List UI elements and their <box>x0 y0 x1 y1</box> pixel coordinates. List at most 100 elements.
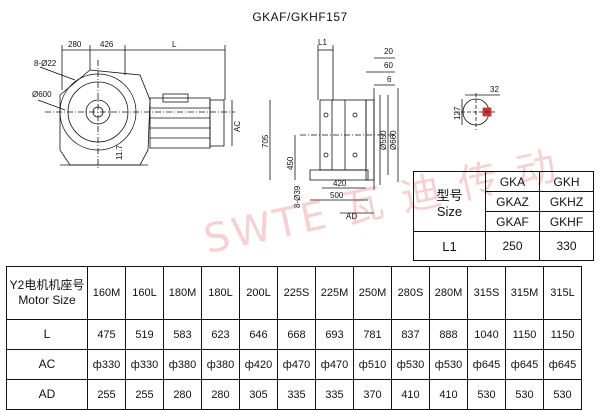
table-cell: 530 <box>467 379 506 410</box>
table-cell: ф470 <box>277 349 316 380</box>
dim-450: 450 <box>286 156 295 170</box>
table-row: AD 255 255 280 280 305 335 335 370 410 4… <box>6 379 582 410</box>
table-cell: ф645 <box>543 349 582 380</box>
dim-127: 127 <box>453 106 462 120</box>
right-view-housing <box>300 88 395 190</box>
dim-11-7: 11.7 <box>115 144 124 160</box>
table-cell: ф380 <box>201 349 240 380</box>
shaft-detail <box>455 93 500 130</box>
table-cell: 370 <box>353 379 392 410</box>
left-view-housing <box>45 60 235 170</box>
size-header-en: Motor Size <box>18 293 76 307</box>
size-col-header: 200L <box>239 266 278 320</box>
dim-60: 60 <box>384 61 393 70</box>
size-col-header: 280S <box>391 266 430 320</box>
model-cell: GKH <box>539 171 594 192</box>
table-cell: 623 <box>201 319 240 350</box>
dim-L1: L1 <box>318 38 327 47</box>
table-row: AC ф330 ф330 ф380 ф380 ф420 ф470 ф470 ф5… <box>6 349 582 380</box>
size-col-header: 180M <box>163 266 202 320</box>
dim-AC: AC <box>233 121 242 132</box>
row-label: AC <box>6 349 88 380</box>
row-label: L <box>6 319 88 350</box>
size-col-header: 160M <box>87 266 126 320</box>
table-cell: 1040 <box>467 319 506 350</box>
table-cell: 519 <box>125 319 164 350</box>
size-header-cn: Y2电机机座号 <box>9 278 85 292</box>
table-cell: ф470 <box>315 349 354 380</box>
table-cell: 280 <box>201 379 240 410</box>
table-cell: 1150 <box>505 319 544 350</box>
table-cell: 410 <box>391 379 430 410</box>
table-cell: ф510 <box>353 349 392 380</box>
size-col-header: 315M <box>505 266 544 320</box>
size-header-cell: Y2电机机座号 Motor Size <box>6 266 88 320</box>
table-cell: 255 <box>87 379 126 410</box>
dim-AD: AD <box>346 212 357 221</box>
table-cell: 888 <box>429 319 468 350</box>
model-cell: GKAZ <box>485 191 540 212</box>
table-cell: ф645 <box>467 349 506 380</box>
table-cell: 410 <box>429 379 468 410</box>
table-cell: ф330 <box>87 349 126 380</box>
model-label-cell: 型号 Size <box>413 171 486 232</box>
dim-phi550: Ø550 <box>379 130 388 150</box>
table-cell: 693 <box>315 319 354 350</box>
row-label: AD <box>6 379 88 410</box>
table-cell: 280 <box>163 379 202 410</box>
table-cell: ф380 <box>163 349 202 380</box>
size-col-header: 280M <box>429 266 468 320</box>
table-cell: 335 <box>277 379 316 410</box>
dim-420: 420 <box>333 179 347 188</box>
model-cell: GKA <box>485 171 540 192</box>
table-cell: 255 <box>125 379 164 410</box>
table-cell: 668 <box>277 319 316 350</box>
table-cell: ф645 <box>505 349 544 380</box>
dim-32: 32 <box>490 85 499 94</box>
size-col-header: 225M <box>315 266 354 320</box>
dim-280: 280 <box>68 40 82 49</box>
size-col-header: 160L <box>125 266 164 320</box>
table-cell: ф530 <box>429 349 468 380</box>
right-view-dimensions <box>269 45 399 214</box>
table-row: L 475 519 583 623 646 668 693 781 837 88… <box>6 319 582 350</box>
dim-6: 6 <box>387 75 392 84</box>
size-col-header: 225S <box>277 266 316 320</box>
model-row-label: L1 <box>413 231 486 261</box>
model-label-en: Size <box>436 203 463 219</box>
model-table: 型号 Size GKA GKH GKAZ GKHZ GKAF GKHF L1 2… <box>413 171 594 261</box>
table-cell: 583 <box>163 319 202 350</box>
table-cell: 475 <box>87 319 126 350</box>
model-cell: GKHZ <box>539 191 594 212</box>
table-cell: 335 <box>315 379 354 410</box>
model-cell: GKHF <box>539 211 594 232</box>
model-row-value: 330 <box>539 231 594 261</box>
table-cell: 837 <box>391 319 430 350</box>
left-view-dimensions <box>37 45 233 146</box>
model-row-value: 250 <box>485 231 540 261</box>
table-cell: ф530 <box>391 349 430 380</box>
table-cell: 530 <box>543 379 582 410</box>
dim-phi660: Ø660 <box>389 130 398 150</box>
size-col-header: 180L <box>201 266 240 320</box>
drawing-title: GKAF/GKHF157 <box>252 10 348 24</box>
dim-phi600: Ø600 <box>32 90 52 99</box>
table-cell: 646 <box>239 319 278 350</box>
table-cell: 781 <box>353 319 392 350</box>
model-label-cn: 型号 <box>436 187 463 203</box>
dim-20: 20 <box>384 47 393 56</box>
table-cell: 1150 <box>543 319 582 350</box>
table-cell: 530 <box>505 379 544 410</box>
dim-500: 500 <box>330 191 344 200</box>
dim-8-phi39: 8-Ø39 <box>293 185 302 208</box>
table-cell: 305 <box>239 379 278 410</box>
dim-426: 426 <box>100 40 114 49</box>
dim-holes: 8-Ø22 <box>34 59 57 68</box>
size-col-header: 315S <box>467 266 506 320</box>
dim-L: L <box>172 40 177 49</box>
table-cell: ф420 <box>239 349 278 380</box>
size-col-header: 250M <box>353 266 392 320</box>
dim-705: 705 <box>261 134 270 148</box>
size-table: Y2电机机座号 Motor Size 160M 160L 180M 180L 2… <box>6 266 582 410</box>
